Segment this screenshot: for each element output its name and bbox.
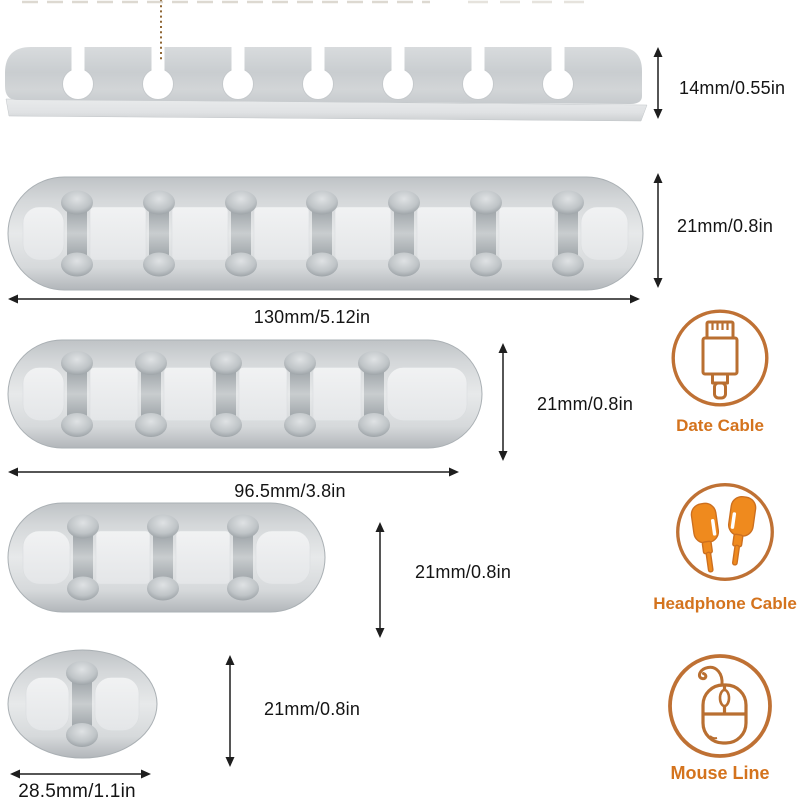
legend-label-headphone-cable: Headphone Cable bbox=[653, 594, 797, 613]
legend-headphone-cable: Headphone Cable bbox=[625, 481, 800, 612]
dimension-arrow bbox=[8, 294, 640, 304]
cable-organizer-7-slot-top-view bbox=[7, 176, 644, 291]
usb-cable-icon bbox=[671, 309, 769, 407]
dimension-arrow bbox=[375, 522, 385, 638]
legend-label-date-cable: Date Cable bbox=[676, 416, 764, 435]
dimension-arrow bbox=[653, 47, 663, 119]
legend-date-cable: Date Cable bbox=[640, 308, 800, 434]
height-label-top-5slot: 21mm/0.8in bbox=[537, 394, 634, 414]
dimension-arrow bbox=[653, 173, 663, 288]
legend-mouse-line: Mouse Line bbox=[640, 652, 800, 782]
cable-organizer-1-slot-top-view bbox=[7, 649, 158, 759]
height-label-top-7slot: 21mm/0.8in bbox=[677, 216, 774, 236]
height-label-top-3slot: 21mm/0.8in bbox=[415, 562, 512, 582]
dimension-arrow bbox=[8, 467, 459, 477]
height-label-top-1slot: 21mm/0.8in bbox=[264, 699, 361, 719]
height-label-side-7slot: 14mm/0.55in bbox=[679, 78, 786, 98]
width-label-top-1slot: 28.5mm/1.1in bbox=[18, 781, 136, 800]
width-label-top-5slot: 96.5mm/3.8in bbox=[234, 481, 346, 501]
legend-label-mouse-line: Mouse Line bbox=[670, 763, 770, 783]
width-label-top-7slot: 130mm/5.12in bbox=[253, 307, 371, 327]
earbuds-icon bbox=[676, 483, 774, 581]
cable-organizer-7-slot-side-view bbox=[5, 46, 648, 122]
mouse-icon bbox=[668, 654, 772, 758]
cable-organizer-3-slot-top-view bbox=[7, 502, 326, 613]
dimension-arrow bbox=[10, 769, 151, 779]
cable-organizer-5-slot-top-view bbox=[7, 339, 483, 449]
dimension-arrow bbox=[225, 655, 235, 767]
dimension-arrow bbox=[498, 343, 508, 461]
